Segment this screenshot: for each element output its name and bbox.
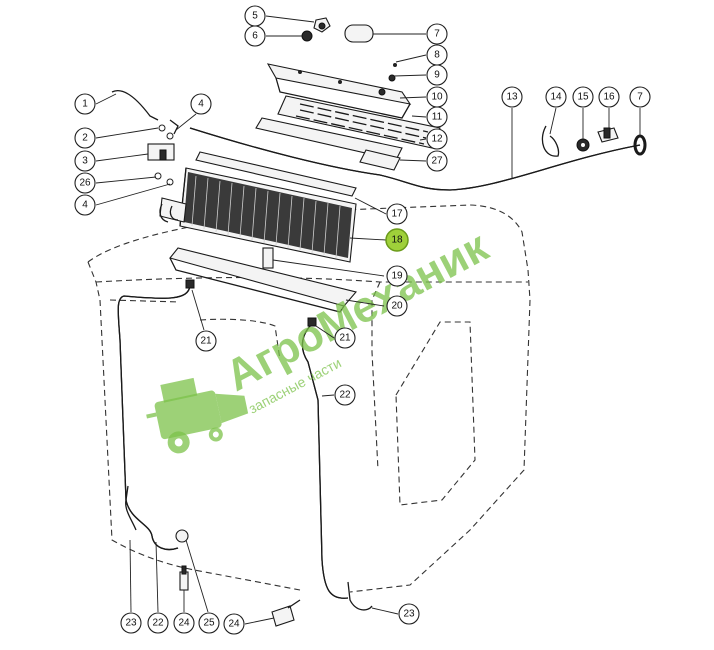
cap-nut-part-5	[313, 17, 331, 33]
filter-part-27	[359, 149, 401, 171]
callout-4-top: 4	[190, 93, 212, 115]
svg-text:8: 8	[434, 50, 440, 61]
callout-9: 9	[426, 64, 448, 86]
svg-text:4: 4	[82, 200, 88, 211]
svg-text:20: 20	[391, 301, 403, 312]
fittings-part-21	[185, 279, 317, 327]
svg-text:24: 24	[178, 618, 190, 629]
callout-21-left: 21	[195, 330, 217, 352]
svg-text:13: 13	[506, 92, 518, 103]
callout-20: 20	[386, 295, 408, 317]
drain-elbow-right-part-23	[347, 581, 373, 611]
svg-text:23: 23	[403, 609, 415, 620]
callout-27: 27	[426, 150, 448, 172]
svg-text:18: 18	[391, 235, 403, 246]
svg-text:7: 7	[637, 92, 643, 103]
drain-elbow-left-part-23	[125, 485, 137, 531]
screw-parts-8-9	[388, 63, 397, 82]
svg-text:5: 5	[252, 11, 258, 22]
callout-24-right: 24	[223, 613, 245, 635]
callout-23-left: 23	[120, 612, 142, 634]
grommet-part-7-top	[344, 24, 374, 43]
seal-strip-part-17	[195, 151, 357, 197]
svg-text:24: 24	[228, 619, 240, 630]
svg-text:23: 23	[125, 618, 137, 629]
callout-5: 5	[244, 5, 266, 27]
svg-text:7: 7	[434, 29, 440, 40]
callout-22-left: 22	[147, 612, 169, 634]
svg-text:1: 1	[82, 99, 88, 110]
drain-tray-part-20	[169, 247, 357, 313]
callout-23-right: 23	[398, 603, 420, 625]
valve-part-24-right	[271, 599, 301, 627]
svg-text:19: 19	[391, 271, 403, 282]
svg-text:15: 15	[577, 92, 589, 103]
callout-6: 6	[244, 25, 266, 47]
drain-hose-right-part-22	[301, 323, 349, 599]
svg-text:21: 21	[339, 333, 351, 344]
callout-22-right: 22	[334, 384, 356, 406]
callout-3: 3	[74, 150, 96, 172]
watermark-brand: АгроМеханик	[218, 221, 497, 400]
callout-26: 26	[74, 172, 96, 194]
svg-text:6: 6	[252, 31, 258, 42]
callout-4-bottom: 4	[74, 194, 96, 216]
svg-text:16: 16	[603, 92, 615, 103]
callout-13: 13	[501, 86, 523, 108]
callout-10: 10	[426, 86, 448, 108]
callout-12: 12	[426, 128, 448, 150]
bracket-part-19	[262, 247, 274, 269]
clamp-part-25	[175, 529, 189, 543]
svg-text:3: 3	[82, 156, 88, 167]
svg-text:22: 22	[152, 618, 164, 629]
grille-housing-part-10	[266, 63, 412, 119]
svg-text:22: 22	[339, 390, 351, 401]
o-rings-parts-2-4-26	[154, 119, 179, 186]
watermark-harvester-logo	[146, 377, 249, 454]
svg-text:25: 25	[203, 618, 215, 629]
expansion-valve-part-3	[147, 143, 175, 161]
callout-24-left: 24	[173, 612, 195, 634]
svg-text:21: 21	[200, 336, 212, 347]
callout-7-top: 7	[426, 23, 448, 45]
callout-7-right: 7	[629, 86, 651, 108]
svg-text:27: 27	[431, 156, 443, 167]
callout-19: 19	[386, 265, 408, 287]
drain-hose-left-part-22	[117, 285, 191, 551]
svg-text:10: 10	[431, 92, 443, 103]
svg-text:9: 9	[434, 70, 440, 81]
callout-21-right: 21	[334, 327, 356, 349]
evaporator-part-18	[159, 167, 357, 263]
leader-lines	[95, 15, 641, 625]
callout-15: 15	[572, 86, 594, 108]
hose-part-1-13	[111, 90, 641, 191]
svg-text:14: 14	[550, 92, 562, 103]
callout-1: 1	[74, 93, 96, 115]
svg-text:11: 11	[432, 112, 443, 123]
svg-text:4: 4	[198, 99, 204, 110]
nut-part-15	[576, 138, 590, 152]
svg-text:26: 26	[79, 178, 91, 189]
washer-part-6	[301, 30, 313, 42]
valve-part-24-left	[179, 565, 189, 591]
callout-18: 18	[385, 228, 409, 252]
svg-text:12: 12	[431, 134, 443, 145]
callout-17: 17	[386, 203, 408, 225]
callout-11: 11	[426, 106, 448, 128]
hose-clamp-part-14	[541, 125, 560, 157]
callout-14: 14	[545, 86, 567, 108]
svg-text:17: 17	[391, 209, 403, 220]
callout-16: 16	[598, 86, 620, 108]
connector-part-16	[597, 127, 619, 143]
callout-8: 8	[426, 44, 448, 66]
callout-2: 2	[74, 127, 96, 149]
svg-text:2: 2	[82, 133, 88, 144]
callouts: 5 6 7 8 9 10 11 12 27 1 4 2 3 26 4 13 14…	[74, 5, 651, 635]
callout-25: 25	[198, 612, 220, 634]
